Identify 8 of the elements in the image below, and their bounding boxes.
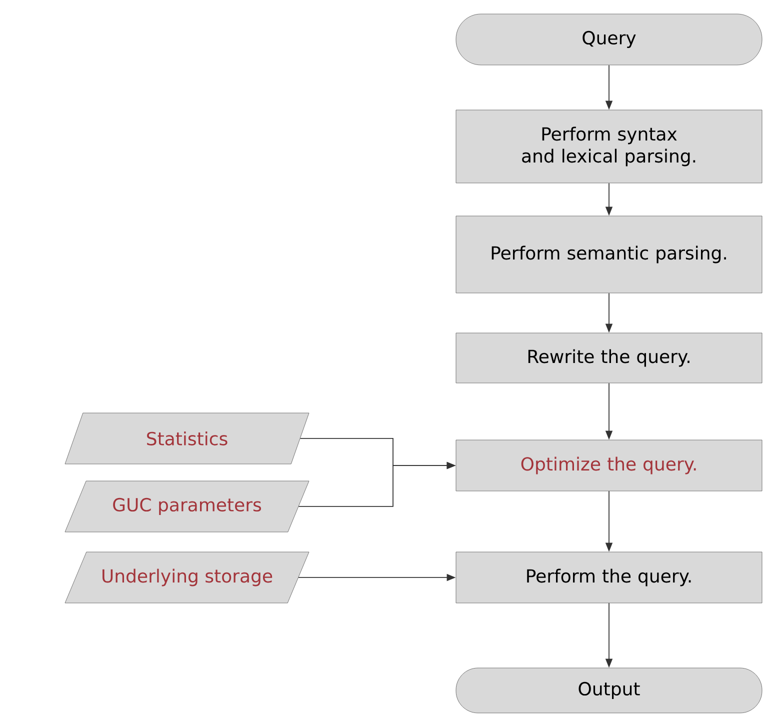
input-parallelogram: GUC parameters: [64, 480, 310, 532]
process-box: Perform the query.: [456, 552, 762, 604]
process-box: Perform syntax and lexical parsing.: [456, 110, 762, 184]
process-box: Rewrite the query.: [456, 332, 762, 384]
input-parallelogram: Statistics: [64, 412, 310, 464]
process-box: Optimize the query.: [456, 440, 762, 492]
process-box: Perform semantic parsing.: [456, 216, 762, 294]
input-parallelogram: Underlying storage: [64, 552, 310, 604]
